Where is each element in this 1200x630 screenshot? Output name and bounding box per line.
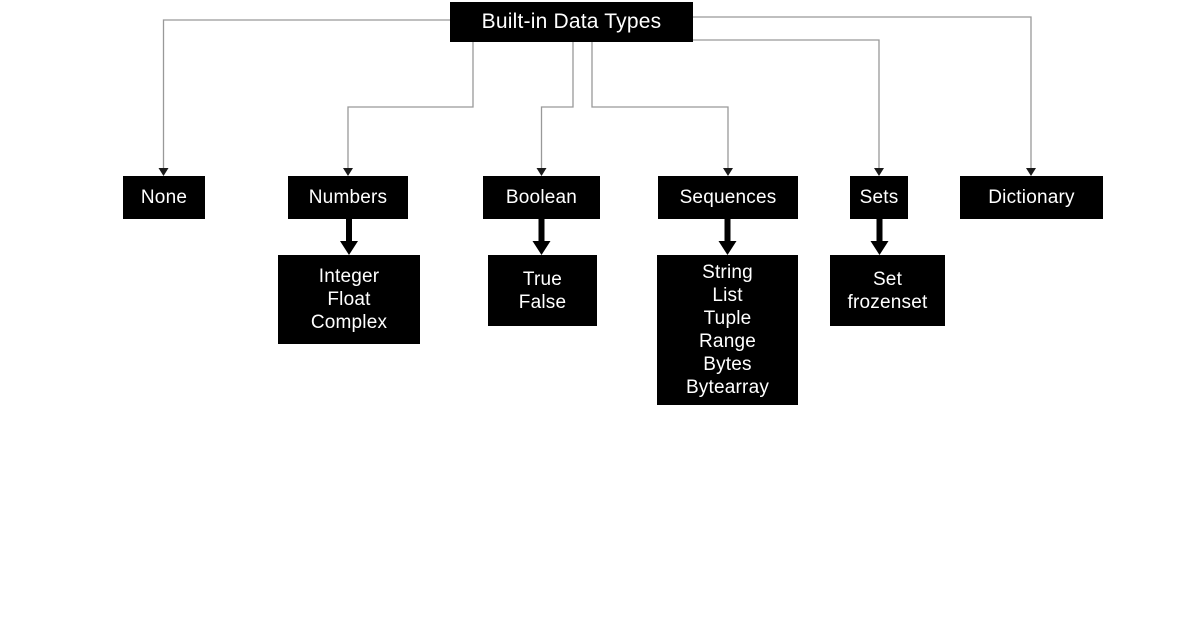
arrowhead-numbers-children — [340, 241, 358, 255]
label-complex: Complex — [310, 312, 388, 333]
label-integer: Integer — [318, 266, 380, 287]
arrowhead-boolean — [536, 168, 547, 176]
label-frozenset: frozenset — [847, 291, 928, 313]
arrowhead-none — [158, 168, 169, 176]
node-sets-children: Set frozenset — [830, 255, 945, 326]
node-numbers-children: Integer Float Complex — [278, 255, 420, 344]
label-bytes: Bytes — [703, 354, 752, 375]
arrowhead-sequences — [723, 168, 733, 176]
node-sequences: Sequences — [658, 176, 798, 219]
arrowhead-sets — [874, 168, 884, 176]
label-range: Range — [699, 331, 756, 352]
node-sequences-children: String List Tuple Range Bytes Bytearray — [657, 255, 798, 405]
node-dictionary: Dictionary — [960, 176, 1103, 219]
connector-root-to-dictionary — [693, 16, 1032, 169]
arrowhead-dictionary — [1026, 168, 1036, 176]
label-float: Float — [327, 289, 371, 310]
arrowhead-sequences-children — [718, 241, 737, 255]
label-set: Set — [872, 268, 903, 290]
node-none: None — [123, 176, 205, 219]
connector-root-to-sets — [693, 39, 880, 169]
node-numbers: Numbers — [288, 176, 408, 219]
node-boolean-children: True False — [488, 255, 597, 326]
label-list: List — [712, 285, 743, 306]
node-boolean: Boolean — [483, 176, 600, 219]
connector-root-to-numbers — [347, 42, 474, 169]
node-sets: Sets — [850, 176, 908, 219]
label-string: String — [702, 262, 753, 283]
arrowhead-numbers — [343, 168, 353, 176]
label-bytearray: Bytearray — [685, 377, 770, 398]
arrowhead-sets-children — [870, 241, 889, 255]
arrowhead-boolean-children — [532, 241, 551, 255]
label-true: True — [522, 268, 563, 290]
node-built-in-data-types: Built-in Data Types — [450, 2, 693, 42]
label-false: False — [518, 291, 567, 313]
connector-root-to-boolean — [540, 42, 574, 169]
label-tuple: Tuple — [703, 308, 752, 329]
connector-root-to-sequences — [591, 42, 729, 169]
connector-root-to-none — [162, 19, 450, 169]
